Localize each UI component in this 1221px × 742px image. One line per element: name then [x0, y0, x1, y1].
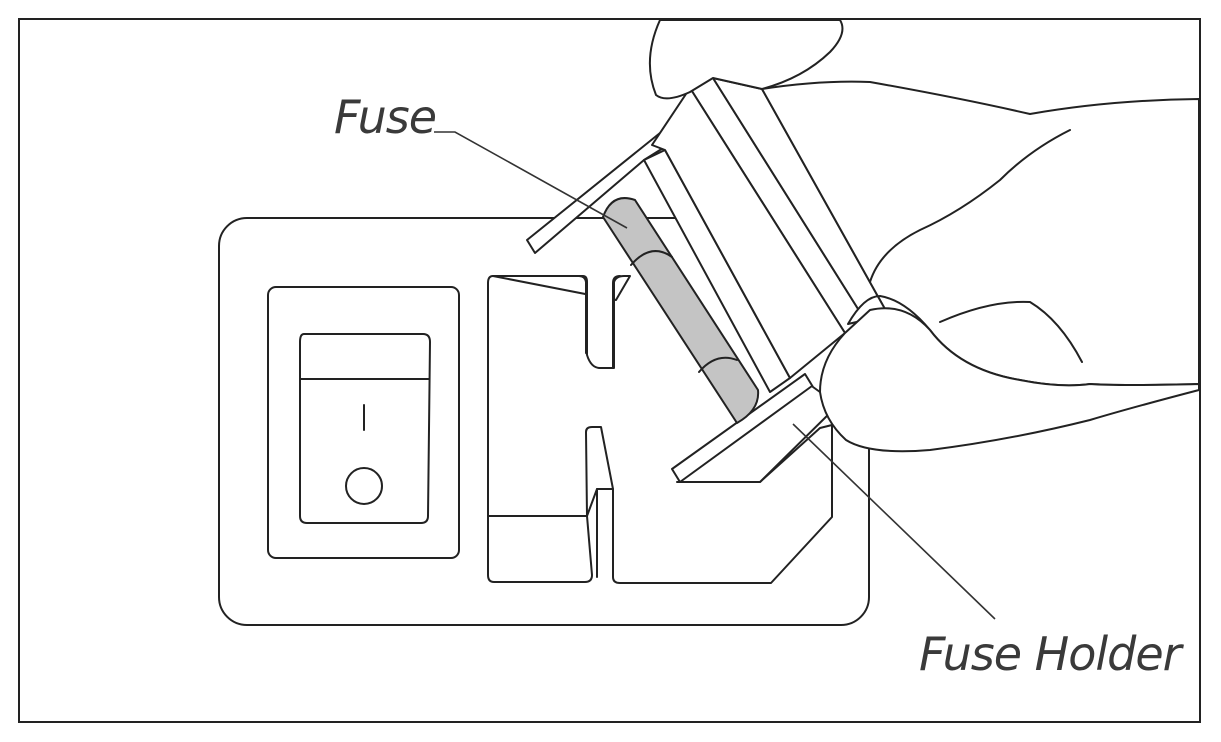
holder-upper-flange [526, 132, 669, 254]
hand-thumb [819, 307, 1200, 453]
hand-knuckle-line [869, 129, 1071, 283]
compartment-right-wall [612, 424, 833, 584]
fuse-holder [526, 77, 891, 483]
compartment-lower-post [585, 426, 614, 517]
fuse-leader-line [434, 131, 628, 229]
holder-grip-face [651, 87, 846, 379]
fuse-holder-leader-line [792, 423, 996, 620]
switch-off-symbol [345, 467, 383, 505]
fuse-end-cap-bottom [698, 356, 738, 373]
fuse-holder-label: Fuse Holder [919, 627, 1185, 681]
fuse-label: Fuse [334, 90, 436, 144]
hand-index-finger [648, 19, 844, 100]
compartment-lower-left [487, 515, 593, 583]
fuse-end-cap-top [630, 250, 673, 266]
fuse-compartment [487, 275, 833, 584]
fuse [602, 197, 760, 424]
hand [648, 19, 1200, 453]
compartment-upper-left [487, 275, 621, 517]
rocker-switch: I [267, 286, 460, 559]
hand-thumb-crease [939, 300, 1083, 363]
holder-lower-flange-edge [679, 385, 813, 483]
